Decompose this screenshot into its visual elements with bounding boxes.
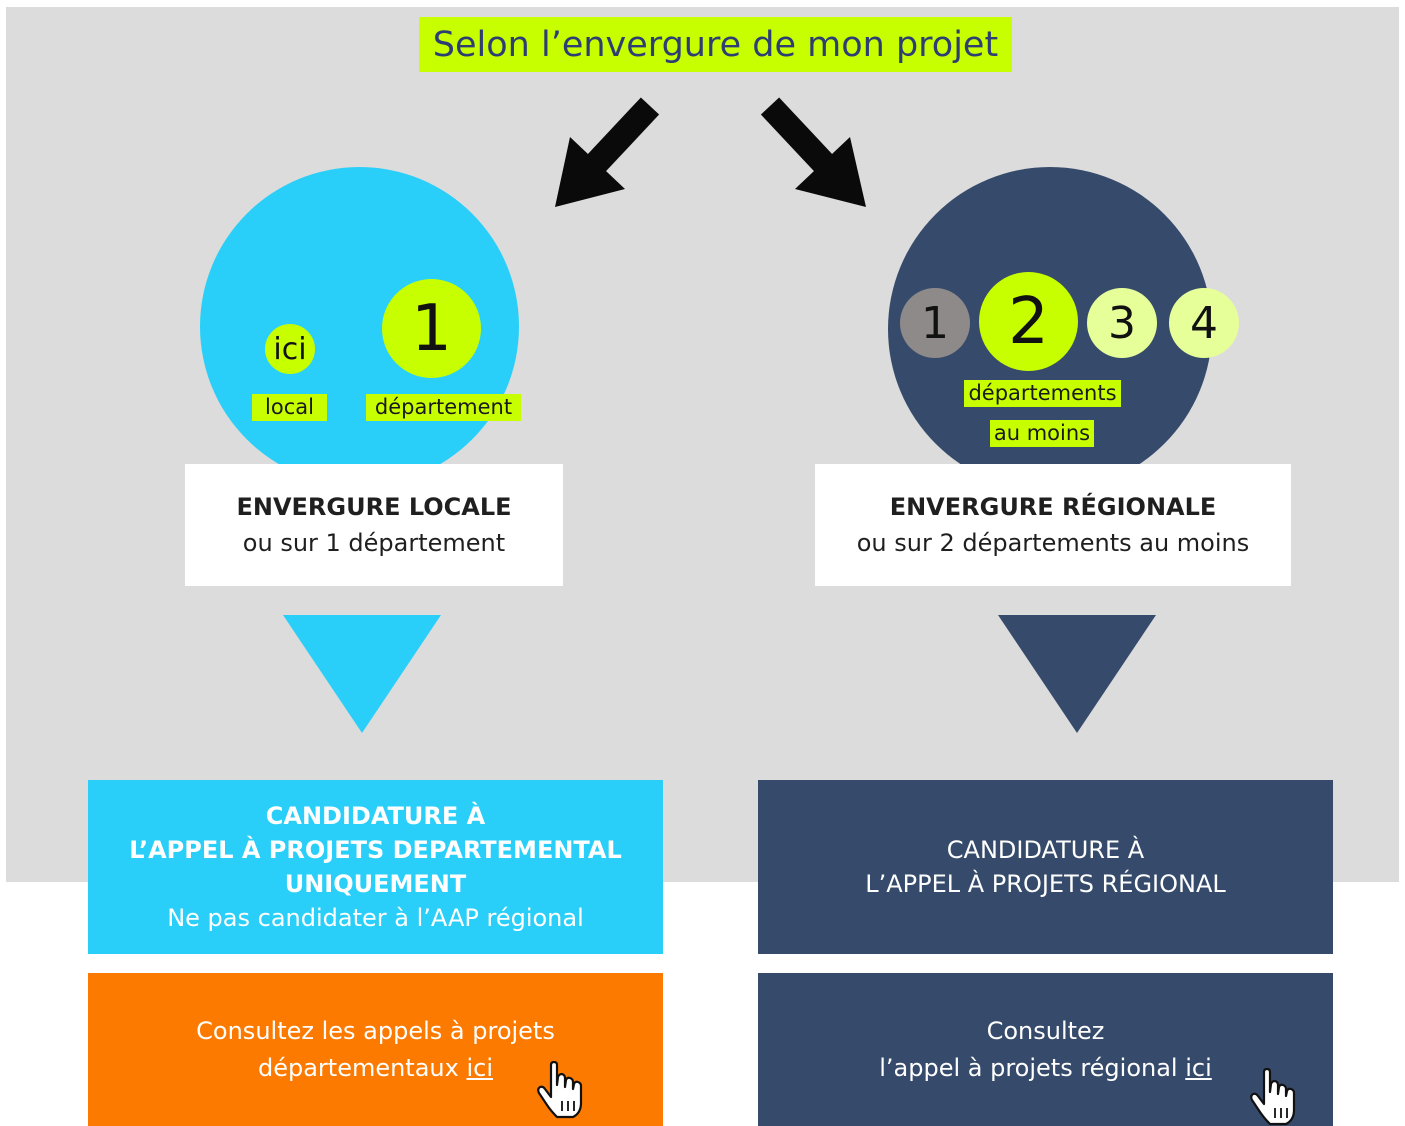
department-number-4: 4 [1190,297,1218,349]
departmental-candidature-line2: L’APPEL À PROJETS DEPARTEMENTAL [129,836,622,864]
regional-candidature-line2: L’APPEL À PROJETS RÉGIONAL [865,870,1226,898]
local-scope-subtitle: ou sur 1 département [242,529,506,557]
label-au-moins: au moins [990,420,1094,447]
departmental-consult-link[interactable]: ici [466,1053,494,1082]
regional-consult-line1: Consultez [986,1016,1105,1045]
departmental-consult-line2-wrap: départementaux ici [258,1050,493,1087]
one-department-number: 1 [411,291,452,366]
hand-pointer-icon [1250,1068,1296,1126]
page-title: Selon l’envergure de mon projet [419,17,1012,72]
department-circle-3: 3 [1087,288,1157,358]
arrow-down-left-icon [555,97,660,207]
department-number-3: 3 [1108,297,1136,349]
departmental-consult-line1: Consultez les appels à projets [196,1016,555,1045]
label-local: local [252,394,327,421]
departmental-candidature-note: Ne pas candidater à l’AAP régional [167,904,584,932]
ici-circle: ici [265,324,315,374]
regional-consult-box: Consultez l’appel à projets régional ici [758,973,1333,1126]
regional-consult-line2: l’appel à projets régional [879,1053,1178,1082]
ici-circle-label: ici [273,331,307,367]
regional-consult-line2-wrap: l’appel à projets régional ici [879,1050,1212,1087]
local-scope-title: ENVERGURE LOCALE [236,493,512,521]
triangle-down-cyan [283,615,441,733]
triangle-down-navy [998,615,1156,733]
hand-pointer-icon [537,1061,583,1119]
label-departement: département [366,394,521,421]
regional-scope-box: ENVERGURE RÉGIONALE ou sur 2 département… [815,464,1291,586]
regional-candidature-box: CANDIDATURE À L’APPEL À PROJETS RÉGIONAL [758,780,1333,954]
regional-scope-title: ENVERGURE RÉGIONALE [889,493,1217,521]
departmental-candidature-line1: CANDIDATURE À [265,802,486,830]
departmental-candidature-box: CANDIDATURE À L’APPEL À PROJETS DEPARTEM… [88,780,663,954]
background-panel [6,7,1399,882]
regional-candidature-line1: CANDIDATURE À [946,836,1145,864]
page-title-text: Selon l’envergure de mon projet [432,24,999,65]
department-number-1: 1 [921,297,949,349]
department-circle-4: 4 [1169,288,1239,358]
local-scope-box: ENVERGURE LOCALE ou sur 1 département [185,464,563,586]
regional-consult-link[interactable]: ici [1185,1053,1212,1082]
arrow-down-right-icon [760,97,866,207]
regional-scope-subtitle: ou sur 2 départements au moins [856,529,1250,557]
departmental-consult-line2: départementaux [257,1053,459,1082]
department-circle-2: 2 [979,272,1078,371]
departmental-candidature-line3: UNIQUEMENT [284,870,467,898]
department-circle-1: 1 [900,288,970,358]
label-departements: départements [964,380,1121,407]
one-department-circle: 1 [382,279,481,378]
department-number-2: 2 [1008,284,1049,359]
